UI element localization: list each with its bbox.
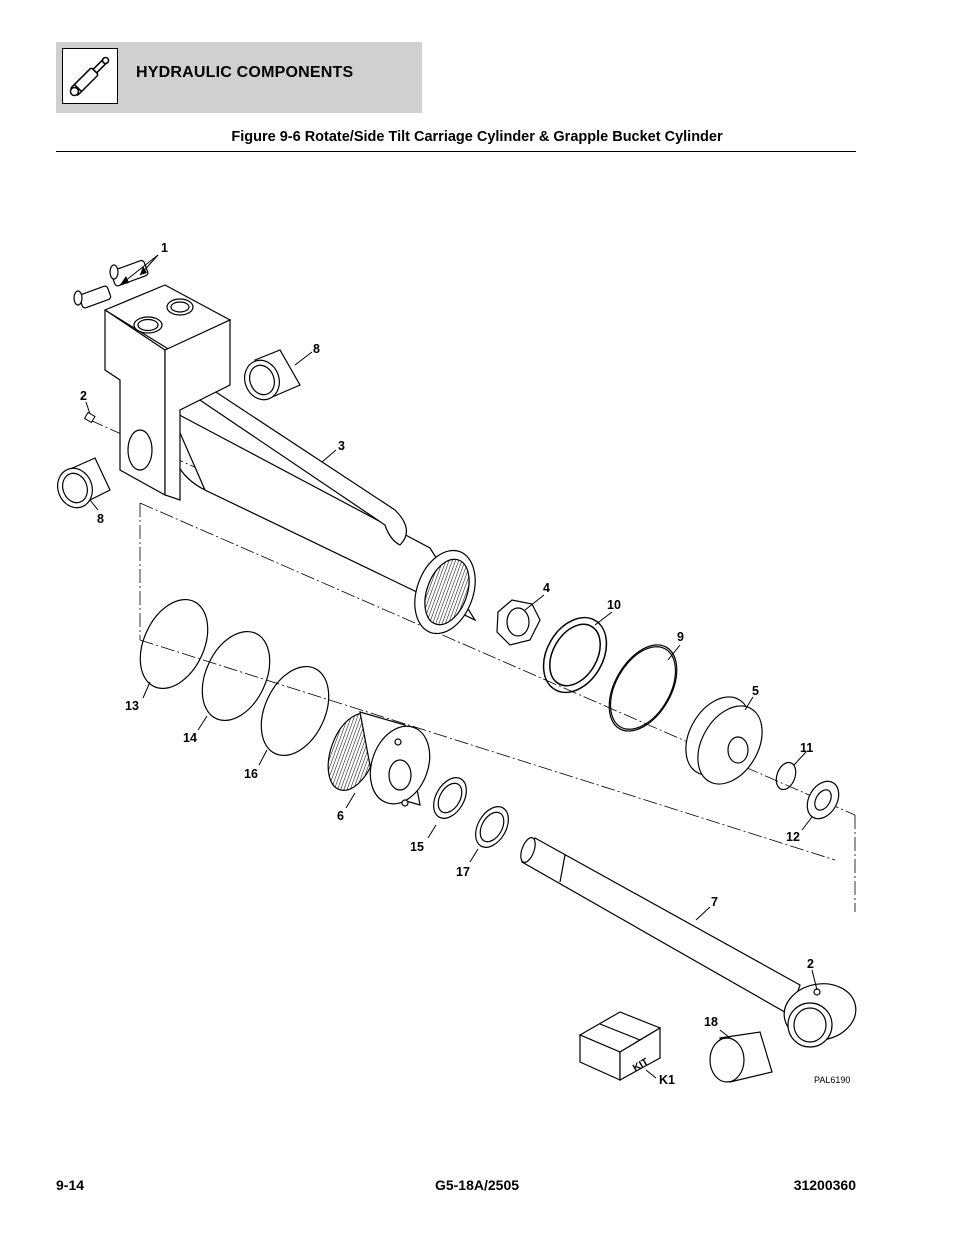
callout-9: 9 [677, 630, 684, 644]
bushing-8-lower [57, 457, 111, 509]
footer-doc-number: 31200360 [793, 1177, 856, 1193]
callout-18: 18 [704, 1015, 718, 1029]
callout-6: 6 [337, 809, 344, 823]
drawing-code: PAL6190 [814, 1075, 850, 1085]
o-ring-16 [260, 665, 330, 757]
callout-5: 5 [752, 684, 759, 698]
nut-4 [496, 599, 541, 646]
grease-fitting-upper [83, 411, 96, 424]
bushing-8-upper [244, 349, 301, 401]
section-title: HYDRAULIC COMPONENTS [136, 64, 354, 81]
hydraulic-cylinder-icon [62, 48, 118, 104]
figure-title: Figure 9-6 Rotate/Side Tilt Carriage Cyl… [231, 129, 723, 145]
cylinder-head-block [73, 259, 232, 501]
callout-15: 15 [410, 840, 424, 854]
o-ring-9 [608, 644, 678, 732]
callout-k1: K1 [659, 1073, 675, 1087]
wiper-15 [433, 777, 467, 819]
callout-2-upper: 2 [80, 389, 87, 403]
piston-5 [685, 696, 763, 785]
title-rule [56, 151, 856, 152]
washer-12 [806, 780, 840, 820]
callout-17: 17 [456, 865, 470, 879]
callout-8-lower: 8 [97, 512, 104, 526]
footer-model: G5-18A/2505 [434, 1177, 520, 1193]
ring-11 [775, 761, 797, 791]
callout-11: 11 [800, 741, 813, 755]
callout-7: 7 [711, 895, 718, 909]
footer-page-number: 9-14 [56, 1177, 85, 1193]
cylinder-barrel [168, 365, 477, 635]
callout-2-lower: 2 [807, 957, 814, 971]
rod-seal-17 [475, 806, 509, 848]
seal-10 [542, 616, 608, 694]
piston-rod-7 [520, 837, 857, 1048]
callout-12: 12 [786, 830, 800, 844]
bushing-18 [709, 1031, 773, 1083]
callout-1: 1 [161, 241, 168, 255]
kit-box [578, 1011, 662, 1082]
callout-10: 10 [607, 598, 621, 612]
cylinder-head-6 [327, 711, 431, 807]
callout-16: 16 [244, 767, 258, 781]
callout-13: 13 [125, 699, 139, 713]
o-ring-13 [139, 598, 209, 690]
callout-8-upper: 8 [313, 342, 320, 356]
callout-14: 14 [183, 731, 197, 745]
callout-3: 3 [338, 439, 345, 453]
o-ring-14 [201, 630, 271, 722]
callout-4: 4 [543, 581, 550, 595]
